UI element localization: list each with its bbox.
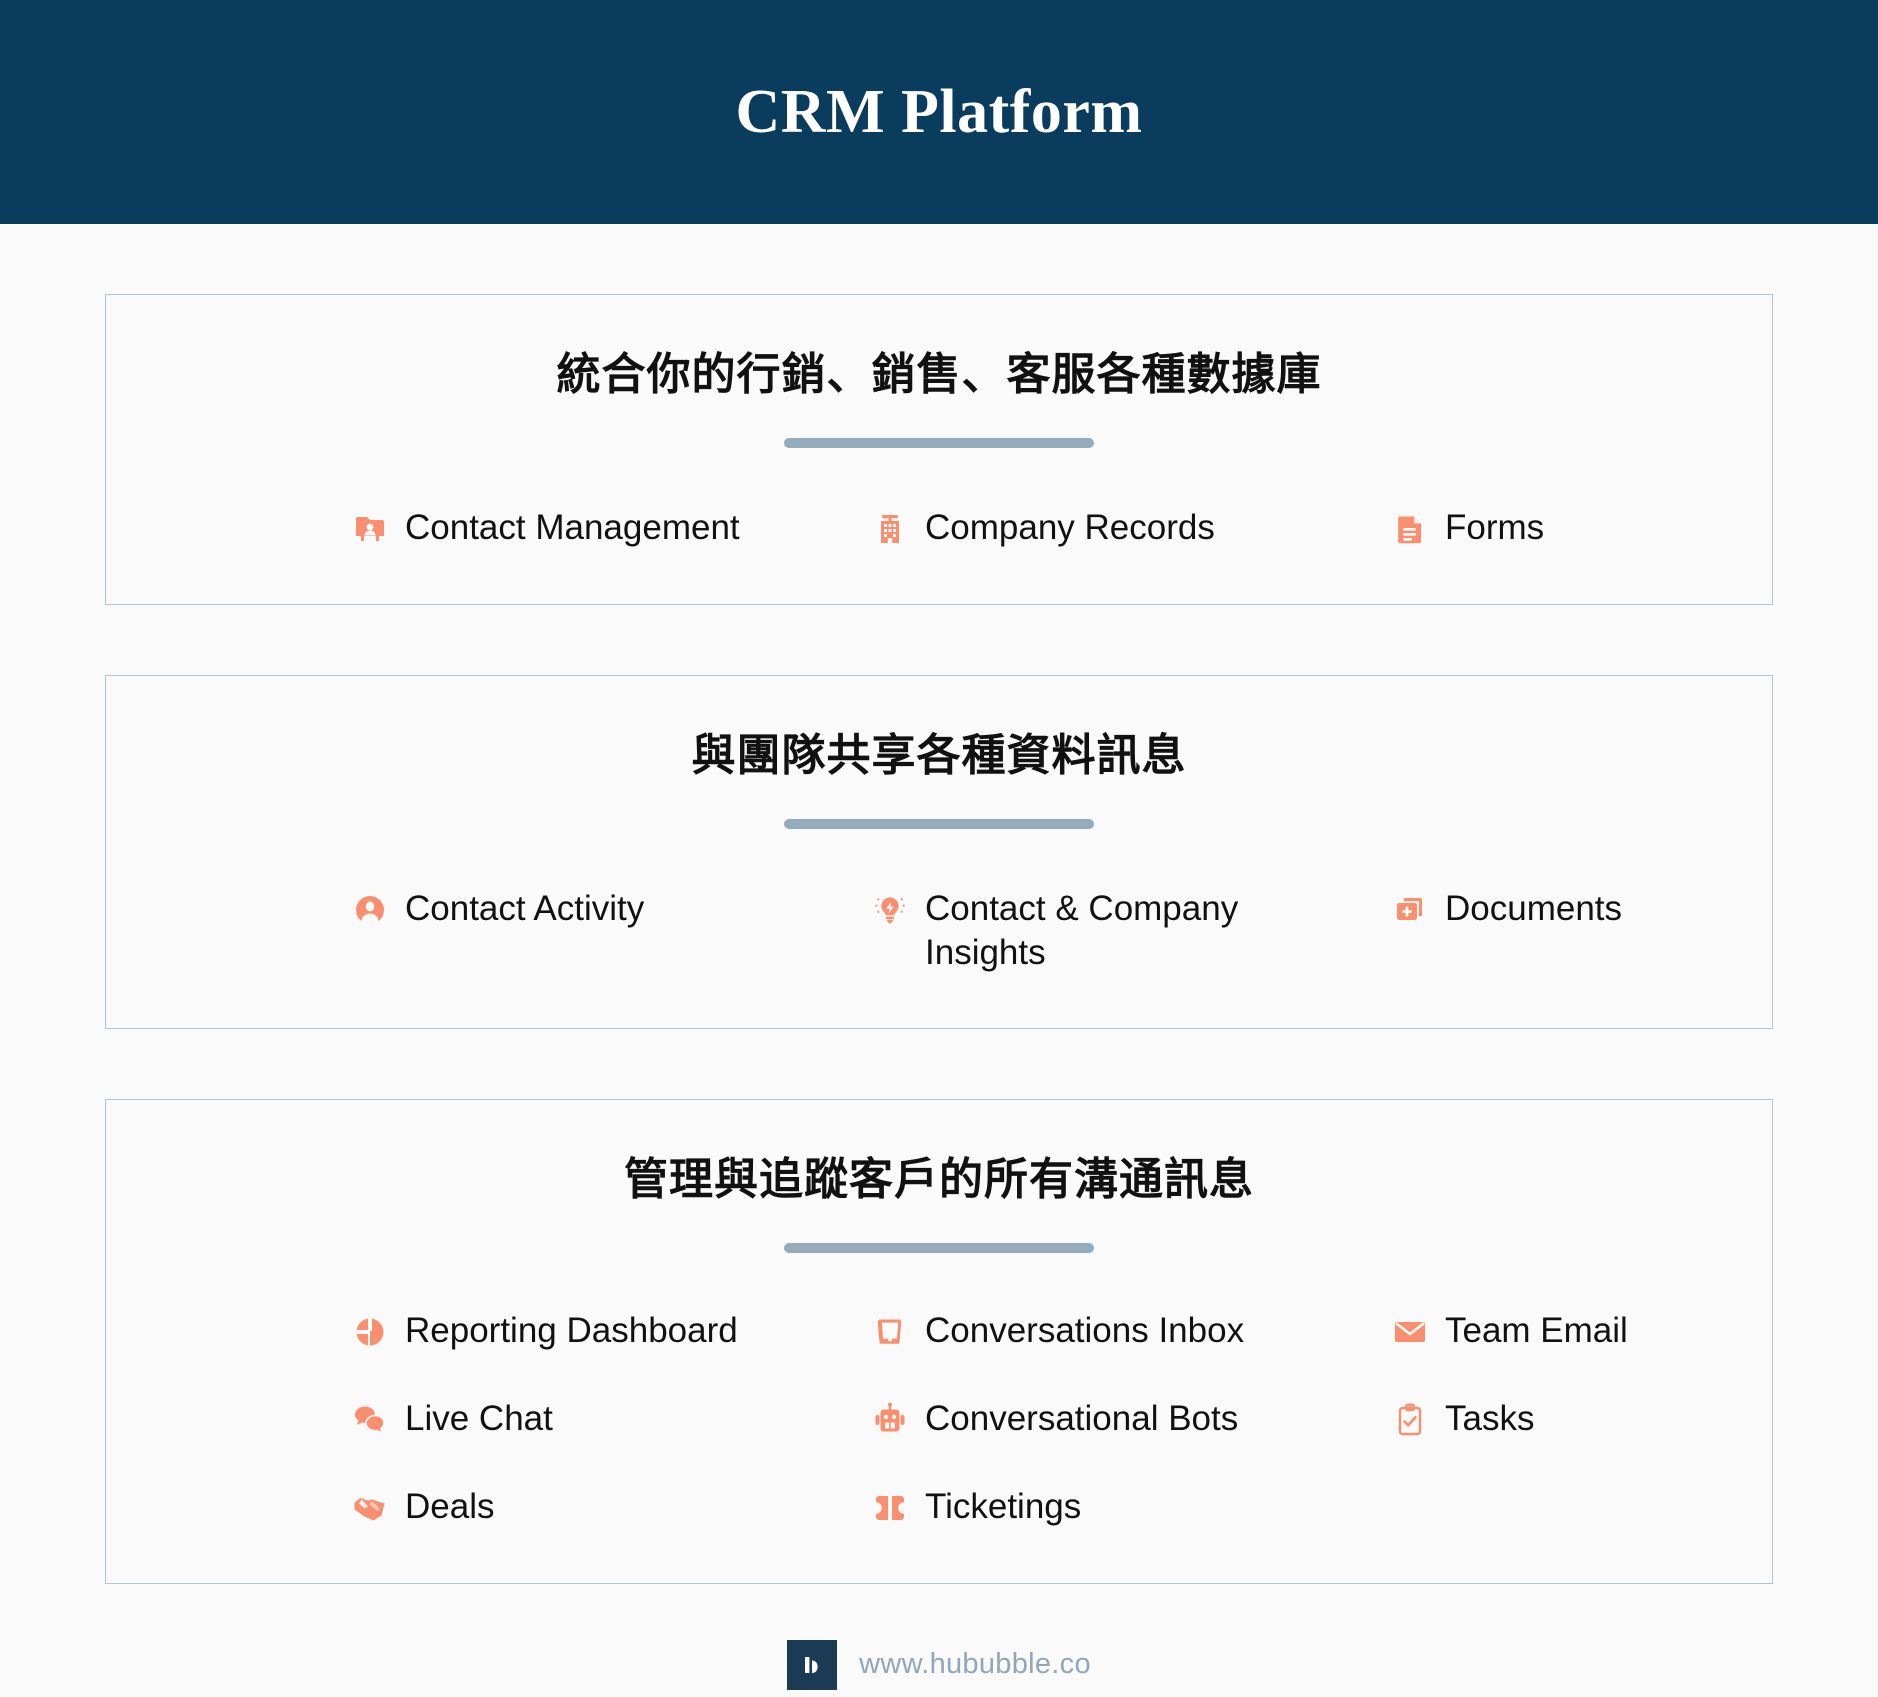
document-icon bbox=[1391, 510, 1429, 548]
feature-grid-1: Contact Management bbox=[146, 498, 1732, 558]
clipboard-check-icon bbox=[1391, 1401, 1429, 1439]
feature-label: Conversations Inbox bbox=[925, 1311, 1245, 1351]
page-header: CRM Platform bbox=[0, 0, 1878, 224]
card-divider-3 bbox=[784, 1243, 1094, 1254]
feature-conversations-inbox[interactable]: Conversations Inbox bbox=[871, 1301, 1391, 1361]
feature-label: Deals bbox=[405, 1486, 495, 1526]
building-icon bbox=[871, 510, 909, 548]
feature-reporting-dashboard[interactable]: Reporting Dashboard bbox=[351, 1301, 871, 1361]
feature-label: Reporting Dashboard bbox=[405, 1311, 738, 1351]
card-divider-1 bbox=[784, 438, 1094, 448]
feature-conversational-bots[interactable]: Conversational Bots bbox=[871, 1389, 1391, 1449]
feature-ticketings[interactable]: Ticketings bbox=[871, 1477, 1391, 1537]
card-divider-2 bbox=[784, 818, 1094, 829]
card-title-1: 統合你的行銷、銷售、客服各種數據庫 bbox=[556, 350, 1322, 399]
feature-deals[interactable]: Deals bbox=[351, 1477, 871, 1537]
handshake-icon bbox=[351, 1489, 389, 1527]
feature-label: Company Records bbox=[925, 508, 1215, 547]
feature-label: Contact Activity bbox=[405, 888, 645, 928]
feature-label: Contact & Company Insights bbox=[925, 888, 1239, 972]
feature-company-records[interactable]: Company Records bbox=[871, 498, 1391, 558]
feature-label: Live Chat bbox=[405, 1399, 553, 1438]
feature-label: Documents bbox=[1445, 888, 1623, 928]
page-title: CRM Platform bbox=[735, 77, 1143, 146]
card-section-3: 管理與追蹤客戶的所有溝通訊息 Reporting Dashboard bbox=[105, 1099, 1773, 1584]
feature-label: Forms bbox=[1445, 508, 1545, 547]
cards-container: 統合你的行銷、銷售、客服各種數據庫 Contact M bbox=[0, 294, 1878, 1584]
feature-label: Conversational Bots bbox=[925, 1399, 1239, 1438]
person-circle-icon bbox=[351, 891, 389, 929]
inbox-tray-icon bbox=[871, 1313, 909, 1351]
feature-team-email[interactable]: Team Email bbox=[1391, 1301, 1811, 1361]
ticket-icon bbox=[871, 1489, 909, 1527]
feature-grid-3: Reporting Dashboard Conversations Inbox bbox=[146, 1301, 1732, 1536]
feature-contact-management[interactable]: Contact Management bbox=[351, 498, 871, 558]
contact-card-icon bbox=[351, 510, 389, 548]
page-footer: www.hububble.co bbox=[0, 1639, 1878, 1697]
feature-label: Tasks bbox=[1445, 1399, 1535, 1438]
feature-contact-company-insights[interactable]: Contact & Company Insights bbox=[871, 879, 1391, 983]
card-section-2: 與團隊共享各種資料訊息 Contact Activity bbox=[105, 674, 1773, 1030]
feature-grid-2: Contact Activity bbox=[146, 879, 1732, 983]
feature-documents[interactable]: Documents bbox=[1391, 879, 1811, 983]
feature-contact-activity[interactable]: Contact Activity bbox=[351, 879, 871, 983]
chat-bubbles-icon bbox=[351, 1401, 389, 1439]
hububble-logo-icon bbox=[787, 1639, 838, 1690]
feature-forms[interactable]: Forms bbox=[1391, 498, 1811, 558]
add-documents-icon bbox=[1391, 891, 1429, 929]
card-title-2: 與團隊共享各種資料訊息 bbox=[691, 730, 1187, 780]
card-section-1: 統合你的行銷、銷售、客服各種數據庫 Contact M bbox=[105, 294, 1773, 605]
feature-tasks[interactable]: Tasks bbox=[1391, 1389, 1811, 1449]
envelope-icon bbox=[1391, 1313, 1429, 1351]
feature-live-chat[interactable]: Live Chat bbox=[351, 1389, 871, 1449]
lightbulb-icon bbox=[871, 891, 909, 929]
feature-label: Contact Management bbox=[405, 508, 740, 547]
robot-icon bbox=[871, 1401, 909, 1439]
feature-label: Ticketings bbox=[925, 1486, 1082, 1526]
pie-chart-icon bbox=[351, 1313, 389, 1351]
card-title-3: 管理與追蹤客戶的所有溝通訊息 bbox=[624, 1155, 1254, 1205]
footer-url: www.hububble.co bbox=[859, 1648, 1091, 1680]
feature-label: Team Email bbox=[1445, 1311, 1628, 1351]
